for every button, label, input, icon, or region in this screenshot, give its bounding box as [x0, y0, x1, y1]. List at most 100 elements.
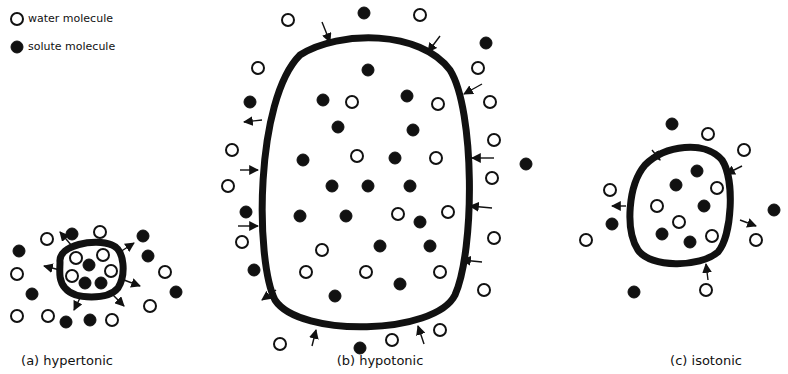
- legend-text: solute molecule: [28, 41, 115, 53]
- water-molecule: [738, 144, 750, 156]
- water-molecule: [159, 266, 171, 278]
- panel-caption: (a) hypertonic: [21, 354, 113, 368]
- flow-arrow: [740, 220, 756, 226]
- solute-molecule: [26, 288, 38, 300]
- solute-molecule: [628, 286, 640, 298]
- water-molecule: [351, 150, 363, 162]
- flow-arrow: [120, 243, 134, 252]
- solute-molecule: [656, 228, 668, 240]
- solute-molecule: [480, 37, 492, 49]
- flow-arrow: [612, 205, 626, 206]
- legend-sample: [11, 41, 23, 53]
- water-molecule: [222, 180, 234, 192]
- solute-molecule: [83, 259, 95, 271]
- solute-molecule: [394, 278, 406, 290]
- flow-arrow: [312, 330, 316, 346]
- water-molecule: [94, 226, 106, 238]
- water-molecule: [488, 134, 500, 146]
- water-molecule: [41, 233, 53, 245]
- water-molecule: [442, 206, 454, 218]
- water-molecule: [700, 284, 712, 296]
- water-molecule: [706, 230, 718, 242]
- panel-caption: (c) isotonic: [670, 354, 742, 368]
- solute-molecule: [329, 290, 341, 302]
- solute-molecule: [60, 316, 72, 328]
- flow-arrow: [322, 22, 330, 42]
- water-molecule: [430, 152, 442, 164]
- solute-molecule: [414, 216, 426, 228]
- water-molecule: [236, 236, 248, 248]
- solute-molecule: [240, 206, 252, 218]
- solute-molecule: [248, 264, 260, 276]
- solute-molecule: [670, 179, 682, 191]
- solute-molecule: [401, 90, 413, 102]
- flow-arrow: [60, 232, 72, 246]
- water-molecule: [472, 62, 484, 74]
- solute-molecule: [684, 236, 696, 248]
- solute-molecule: [66, 228, 78, 240]
- water-molecule: [604, 184, 616, 196]
- solute-molecule: [389, 152, 401, 164]
- panel-caption: (b) hypotonic: [337, 354, 424, 368]
- solute-molecule: [404, 180, 416, 192]
- water-molecule: [346, 96, 358, 108]
- water-molecule: [432, 98, 444, 110]
- solute-molecule: [332, 121, 344, 133]
- solute-molecule: [407, 124, 419, 136]
- flow-arrow: [462, 260, 482, 262]
- water-molecule: [414, 9, 426, 21]
- water-flow-arrows: [238, 22, 494, 346]
- solute-molecule: [374, 240, 386, 252]
- water-molecule: [651, 200, 663, 212]
- water-molecule: [702, 128, 714, 140]
- molecules: [580, 118, 780, 298]
- solute-molecule: [358, 7, 370, 19]
- water-molecule: [392, 208, 404, 220]
- flow-arrow: [74, 298, 80, 310]
- solute-molecule: [362, 64, 374, 76]
- solute-molecule: [698, 200, 710, 212]
- water-flow-arrows: [44, 232, 140, 310]
- molecules: [11, 226, 182, 328]
- flow-arrow: [418, 326, 424, 344]
- flow-arrow: [124, 280, 140, 286]
- water-molecule: [282, 14, 294, 26]
- cell-membrane: [262, 38, 469, 327]
- water-flow-arrows: [612, 150, 756, 280]
- flow-arrow: [726, 166, 742, 174]
- water-molecule: [316, 244, 328, 256]
- cell-membrane: [630, 147, 730, 263]
- flow-arrow: [240, 169, 258, 170]
- solute-molecule: [354, 342, 366, 354]
- solute-molecule: [606, 218, 618, 230]
- flow-arrow: [244, 120, 262, 122]
- solute-molecule: [424, 240, 436, 252]
- water-molecule: [386, 334, 398, 346]
- legend-sample: [11, 13, 23, 25]
- solute-molecule: [79, 277, 91, 289]
- water-molecule: [11, 268, 23, 280]
- water-molecule: [434, 266, 446, 278]
- solute-molecule: [520, 158, 532, 170]
- water-molecule: [711, 182, 723, 194]
- solute-molecule: [13, 245, 25, 257]
- solute-molecule: [666, 118, 678, 130]
- solute-molecule: [362, 180, 374, 192]
- solute-molecule: [691, 165, 703, 177]
- flow-arrow: [112, 294, 124, 306]
- water-molecule: [97, 249, 109, 261]
- water-molecule: [144, 300, 156, 312]
- water-molecule: [300, 266, 312, 278]
- cell-membrane: [60, 242, 123, 297]
- water-molecule: [750, 234, 762, 246]
- water-molecule: [484, 96, 496, 108]
- solute-molecule: [326, 180, 338, 192]
- water-molecule: [105, 265, 117, 277]
- solute-molecule: [95, 277, 107, 289]
- flow-arrow: [262, 290, 276, 300]
- molecules: [222, 7, 532, 354]
- solute-molecule: [137, 230, 149, 242]
- water-molecule: [486, 172, 498, 184]
- water-molecule: [274, 338, 286, 350]
